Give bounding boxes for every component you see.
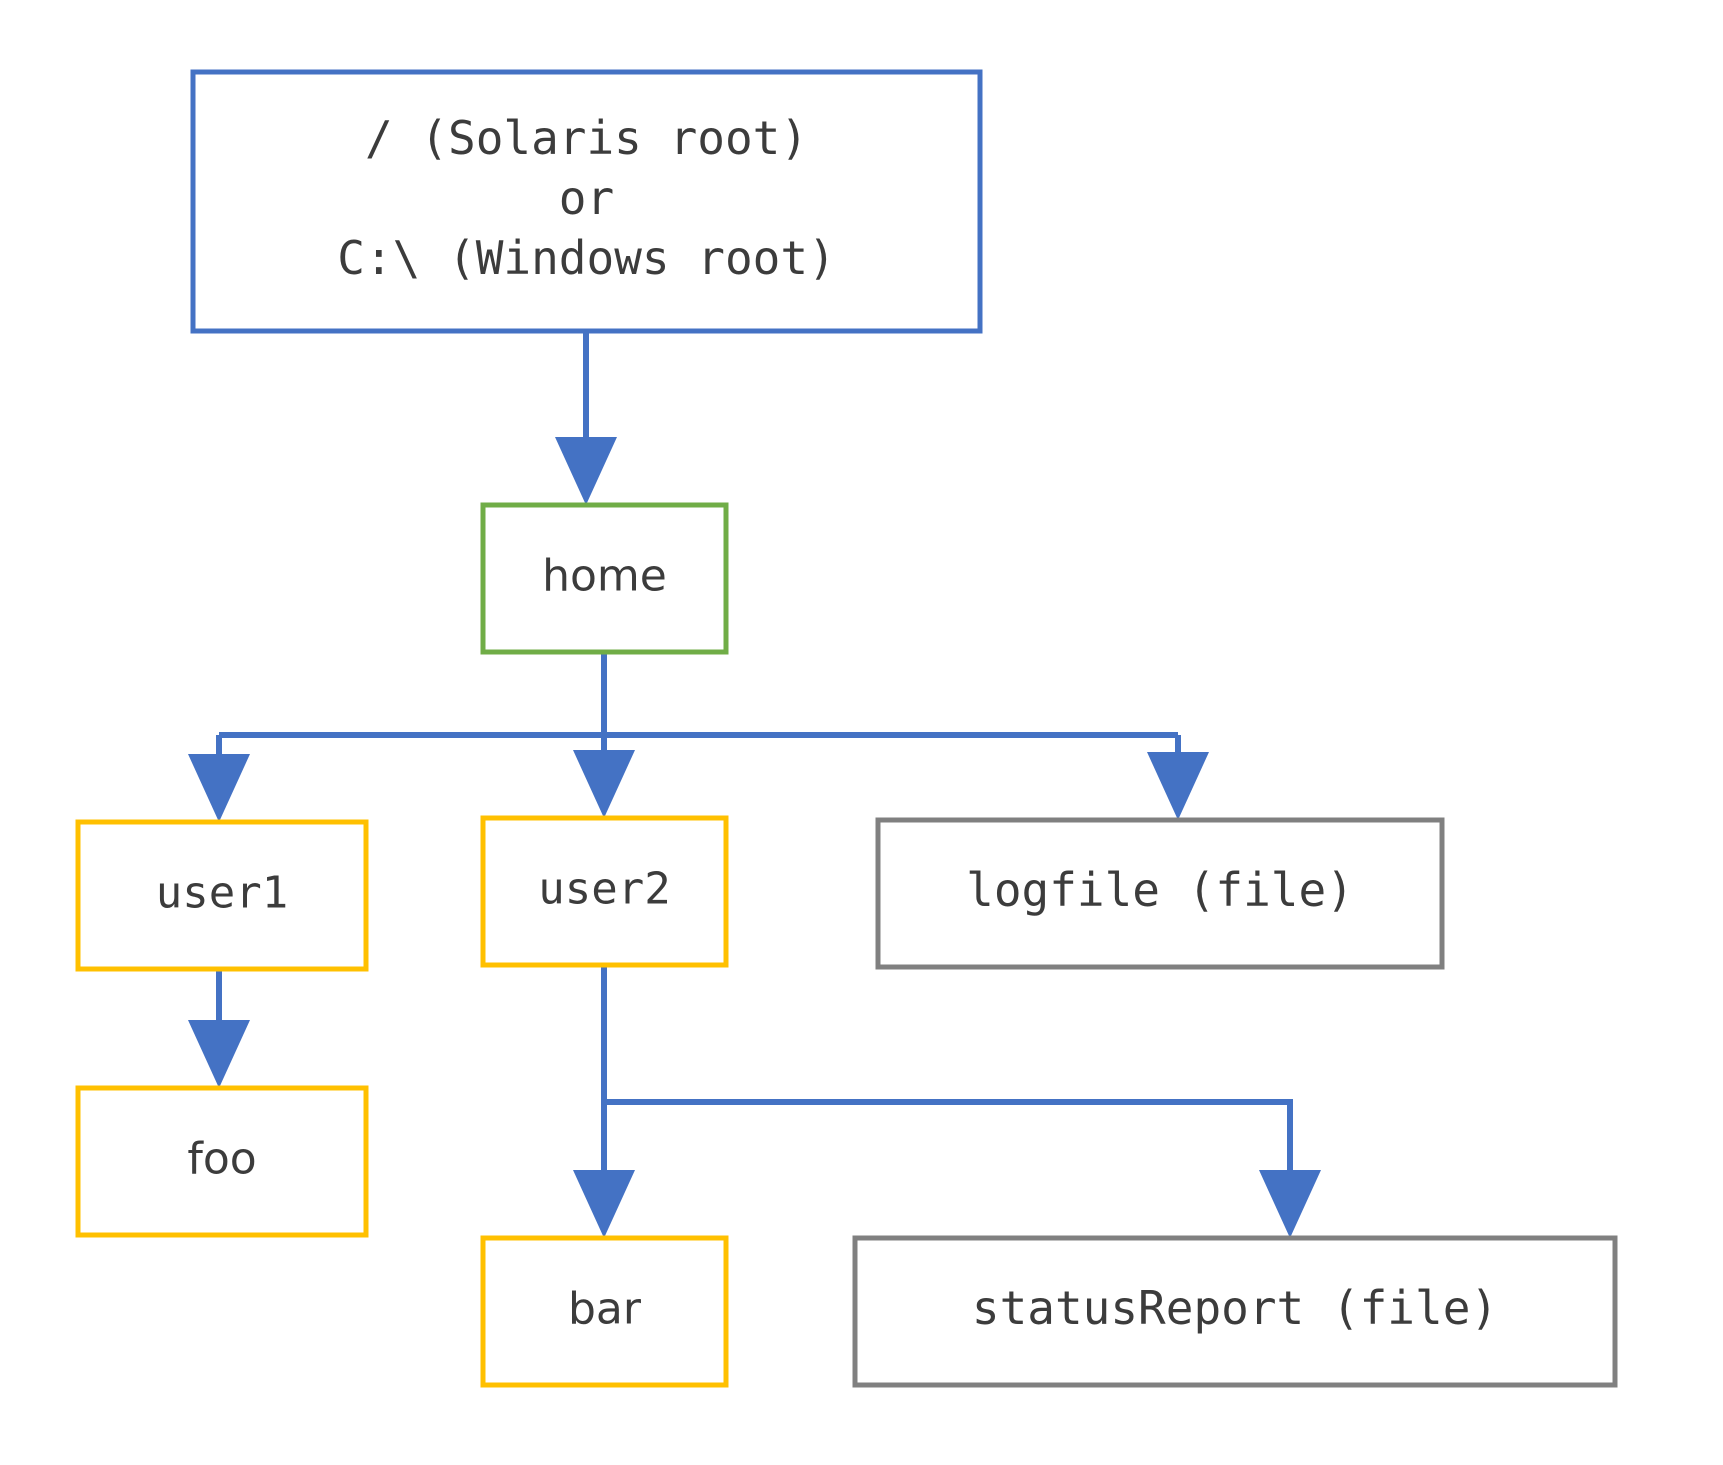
edge-user2-to-statusReport-arrowhead [1259, 1170, 1321, 1238]
node-statusReport[interactable]: statusReport (file) [852, 1235, 1618, 1388]
node-foo[interactable]: foo [75, 1085, 369, 1238]
edge-home-to-logfile [1147, 735, 1209, 820]
edge-user2-to-bar-arrowhead [573, 1170, 635, 1238]
node-foo-box[interactable] [75, 1085, 369, 1238]
node-home-box[interactable] [480, 502, 729, 655]
edges-layer [188, 331, 1321, 1238]
node-logfile-box[interactable] [875, 817, 1445, 970]
edge-home-to-user2-arrowhead [573, 750, 635, 818]
node-logfile-label: logfile (file) [966, 863, 1354, 917]
node-home[interactable]: home [480, 502, 729, 655]
node-bar-box[interactable] [480, 1235, 729, 1388]
node-root-label-line-2: or [559, 171, 614, 225]
node-root-box[interactable] [190, 69, 983, 334]
node-statusReport-box[interactable] [852, 1235, 1618, 1388]
node-root[interactable]: / (Solaris root) or C:\ (Windows root) [190, 69, 983, 334]
edge-home-to-logfile-arrowhead [1147, 752, 1209, 820]
edge-user1-to-foo-arrowhead [188, 1020, 250, 1088]
edge-home-to-user1-arrowhead [188, 754, 250, 822]
node-bar[interactable]: bar [480, 1235, 729, 1388]
node-bar-label: bar [568, 1284, 642, 1335]
edge-home-to-user1 [188, 735, 250, 822]
edge-user1-to-foo [188, 969, 250, 1088]
edge-root-to-home [555, 331, 617, 505]
edge-home-to-user2 [573, 735, 635, 818]
edge-home-to-bus [219, 652, 1178, 738]
node-root-label-line-3: C:\ (Windows root) [337, 231, 836, 285]
node-user2-label: user2 [538, 864, 670, 915]
node-user1-label: user1 [156, 868, 288, 919]
node-user2-box[interactable] [480, 815, 729, 968]
edge-user2-to-bar [573, 965, 635, 1238]
node-statusReport-label: statusReport (file) [972, 1281, 1498, 1335]
node-foo-label: foo [187, 1134, 256, 1185]
node-user1[interactable]: user1 [75, 819, 369, 972]
node-user2[interactable]: user2 [480, 815, 729, 968]
edge-user2-to-statusReport-line [604, 1099, 1293, 1170]
edge-user2-to-statusReport [604, 1099, 1321, 1238]
edge-root-to-home-arrowhead [555, 437, 617, 505]
node-logfile[interactable]: logfile (file) [875, 817, 1445, 970]
node-home-label: home [542, 551, 667, 602]
node-user1-box[interactable] [75, 819, 369, 972]
node-root-label-line-1: / (Solaris root) [365, 111, 808, 165]
nodes-layer: / (Solaris root) or C:\ (Windows root) h… [75, 69, 1618, 1388]
